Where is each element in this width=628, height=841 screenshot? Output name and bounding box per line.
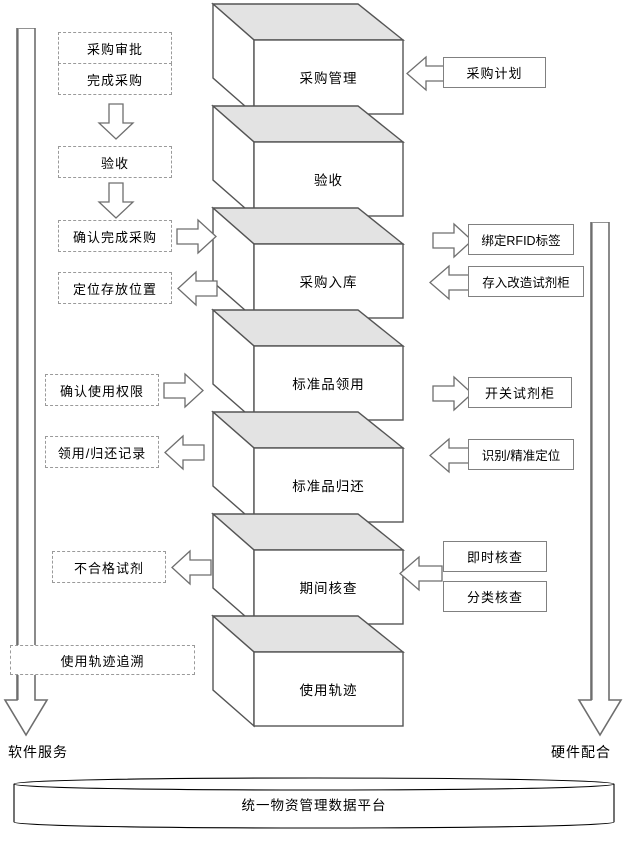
hardware-flow-arrow bbox=[576, 221, 626, 745]
software-down-arrow-1 bbox=[96, 103, 136, 146]
hardware-box-store-cabinet[interactable]: 存入改造试剂柜 bbox=[468, 266, 584, 297]
hardware-left-arrow-2 bbox=[427, 264, 473, 307]
software-down-arrow-2 bbox=[96, 182, 136, 225]
software-box-procure-approval-label: 采购审批 bbox=[86, 41, 143, 57]
software-box-confirm-procure[interactable]: 确认完成采购 bbox=[58, 220, 172, 252]
stack-box-7[interactable]: 使用轨迹 bbox=[208, 612, 408, 730]
hardware-left-arrow-4 bbox=[397, 555, 443, 598]
hardware-box-cabinet-switch-label: 开关试剂柜 bbox=[484, 386, 555, 401]
stack-box-2[interactable]: 验收 bbox=[208, 102, 408, 220]
software-box-locate-position-label: 定位存放位置 bbox=[72, 281, 157, 297]
software-box-locate-position[interactable]: 定位存放位置 bbox=[58, 272, 172, 304]
software-flow-arrow-inner-line bbox=[2, 28, 52, 745]
software-box-unqualified-reagent[interactable]: 不合格试剂 bbox=[52, 551, 166, 583]
software-right-arrow-1 bbox=[176, 218, 218, 261]
stack-box-4[interactable]: 标准品领用 bbox=[208, 306, 408, 424]
stack-box-6[interactable]: 期间核查 bbox=[208, 510, 408, 628]
software-right-arrow-2 bbox=[163, 372, 205, 415]
hardware-box-instant-check-label: 即时核查 bbox=[466, 550, 523, 565]
software-box-usage-return-record-label: 领用/归还记录 bbox=[57, 445, 147, 461]
stack-box-3[interactable]: 采购入库 bbox=[208, 204, 408, 322]
hardware-right-arrow-1 bbox=[432, 222, 474, 265]
software-box-confirm-permission[interactable]: 确认使用权限 bbox=[45, 374, 159, 406]
caption-hardware-support: 硬件配合 bbox=[551, 744, 611, 760]
software-box-confirm-procure-label: 确认完成采购 bbox=[72, 229, 157, 245]
software-box-usage-trace-label: 使用轨迹追溯 bbox=[60, 653, 145, 669]
hardware-right-arrow-2 bbox=[432, 375, 474, 418]
hardware-box-identify-locate[interactable]: 识别/精准定位 bbox=[468, 439, 574, 470]
hardware-box-instant-check[interactable]: 即时核查 bbox=[443, 541, 547, 572]
software-box-usage-return-record[interactable]: 领用/归还记录 bbox=[45, 436, 159, 468]
hardware-box-identify-locate-label: 识别/精准定位 bbox=[481, 449, 561, 463]
software-box-usage-trace[interactable]: 使用轨迹追溯 bbox=[10, 645, 195, 675]
software-box-acceptance[interactable]: 验收 bbox=[58, 146, 172, 178]
software-box-confirm-permission-label: 确认使用权限 bbox=[59, 383, 144, 399]
software-box-acceptance-label: 验收 bbox=[100, 155, 129, 171]
software-box-unqualified-reagent-label: 不合格试剂 bbox=[73, 560, 144, 576]
stack-box-1[interactable]: 采购管理 bbox=[208, 0, 408, 118]
hardware-box-classified-check[interactable]: 分类核查 bbox=[443, 581, 547, 612]
hardware-box-procure-plan[interactable]: 采购计划 bbox=[443, 57, 546, 88]
hardware-box-store-cabinet-label: 存入改造试剂柜 bbox=[482, 276, 570, 290]
software-left-arrow-1 bbox=[176, 270, 218, 313]
hardware-box-bind-rfid-label: 绑定RFID标签 bbox=[481, 234, 561, 248]
data-platform-label: 统一物资管理数据平台 bbox=[241, 798, 387, 813]
hardware-box-cabinet-switch[interactable]: 开关试剂柜 bbox=[468, 377, 572, 408]
software-box-procure-complete[interactable]: 完成采购 bbox=[58, 63, 172, 95]
hardware-box-classified-check-label: 分类核查 bbox=[466, 590, 523, 605]
software-flow-arrow bbox=[2, 27, 52, 745]
data-platform-cylinder[interactable]: 统一物资管理数据平台 bbox=[10, 772, 618, 839]
stack-box-5[interactable]: 标准品归还 bbox=[208, 408, 408, 526]
hardware-box-procure-plan-label: 采购计划 bbox=[466, 66, 523, 81]
software-left-arrow-2 bbox=[163, 434, 205, 477]
software-left-arrow-3 bbox=[170, 549, 212, 592]
software-box-procure-complete-label: 完成采购 bbox=[86, 72, 143, 88]
caption-software-service: 软件服务 bbox=[8, 744, 68, 760]
software-box-procure-approval[interactable]: 采购审批 bbox=[58, 32, 172, 64]
hardware-box-bind-rfid[interactable]: 绑定RFID标签 bbox=[468, 224, 574, 255]
hardware-left-arrow-3 bbox=[427, 437, 473, 480]
